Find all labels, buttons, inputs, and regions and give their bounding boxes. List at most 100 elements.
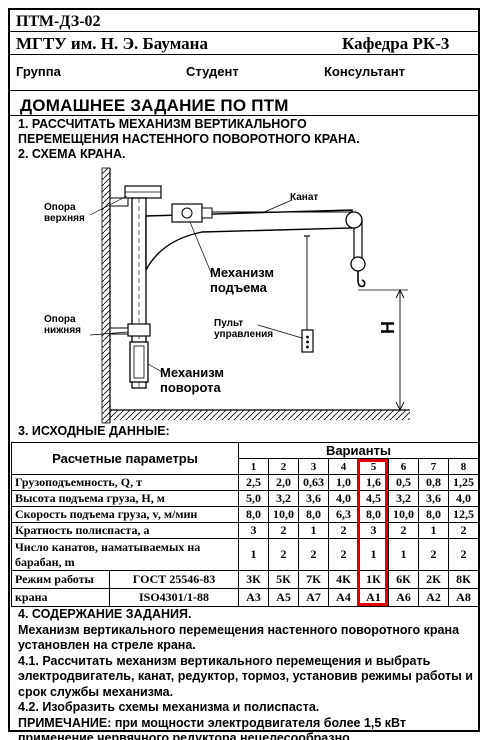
label-lift-mechanism: Механизм подъема [210,265,274,295]
param-value: 10,0 [268,506,299,523]
mode-value: А5 [268,588,299,607]
department-name: Кафедра РК-3 [342,34,450,53]
note-line: ПРИМЕЧАНИЕ: при мощности электродвигател… [18,715,407,730]
label-line: Опора [44,314,76,325]
variant-number: 3 [298,458,329,475]
rotation-motor [129,341,149,383]
label-line: Пульт [214,318,244,329]
param-value: 8,0 [358,506,389,523]
param-value: 4,0 [328,490,359,507]
mode-value: А3 [238,588,269,607]
crane-scheme: Опора верхняя Опора нижняя Канат Механиз… [32,160,472,430]
label-line: верхняя [44,213,85,224]
param-label: Скорость подъема груза, v, м/мин [11,506,239,523]
table-header-row: Расчетные параметры Варианты [11,442,479,475]
param-value: 1,6 [358,474,389,491]
mode-label: Режим работы [11,570,110,589]
param-value: 12,5 [448,506,479,523]
mode-value: А7 [298,588,329,607]
mode-value: 8К [448,570,479,589]
param-value: 8,0 [238,506,269,523]
label-support-top: Опора верхняя [44,202,85,224]
param-value: 3 [238,522,269,539]
param-value: 3,2 [268,490,299,507]
variant-number: 1 [238,458,269,475]
param-value: 2 [448,522,479,539]
mode-value: А2 [418,588,449,607]
param-value: 4,0 [448,490,479,507]
param-value: 2 [448,538,479,571]
mode-value: 2К [418,570,449,589]
param-value: 2 [388,522,419,539]
end-pulley [345,211,363,229]
section-3-title: 3. ИСХОДНЫЕ ДАННЫЕ: [18,424,170,438]
section-4: 4. СОДЕРЖАНИЕ ЗАДАНИЯ. Механизм вертикал… [18,607,478,740]
page-title: ДОМАШНЕЕ ЗАДАНИЕ ПО ПТМ [20,96,289,115]
param-value: 2 [418,538,449,571]
param-value: 4,5 [358,490,389,507]
jib [145,209,353,271]
wall-hatch [101,167,111,424]
mode-value: А1 [358,588,389,607]
floor-hatch [110,410,410,420]
group-label: Группа [16,64,61,79]
divider [10,115,478,116]
note-line: применение червячного редуктора нецелесо… [18,731,354,740]
variant-number: 4 [328,458,359,475]
section-4-line: 4.1. Рассчитать механизм вертикального п… [18,653,431,668]
divider [10,54,478,55]
doc-code: ПТМ-ДЗ-02 [16,13,101,30]
mode-value: 3К [238,570,269,589]
section-4-line: электродвигатель, канат, редуктор, тормо… [18,669,473,683]
param-value: 3 [358,522,389,539]
section-2-title: 2. СХЕМА КРАНА. [18,147,126,161]
param-value: 1 [298,522,329,539]
param-value: 0,63 [298,474,329,491]
label-line: управления [214,329,274,340]
mode-value: 7К [298,570,329,589]
params-header: Расчетные параметры [11,442,239,475]
param-value: 2 [268,522,299,539]
param-value: 3,6 [298,490,329,507]
param-value: 8,0 [298,506,329,523]
section-4-title: 4. СОДЕРЖАНИЕ ЗАДАНИЯ. [18,607,192,621]
section-1: 1. РАССЧИТАТЬ МЕХАНИЗМ ВЕРТИКАЛЬНОГО ПЕР… [18,117,360,147]
param-value: 1 [388,538,419,571]
label-support-bottom: Опора нижняя [44,314,81,336]
section-4-line: установлен на стреле крана. [18,638,196,652]
crane-drawing [89,167,410,424]
label-line: Опора [44,202,76,213]
param-value: 1,0 [328,474,359,491]
university-name: МГТУ им. Н. Э. Баумана [16,34,208,53]
label-line: Механизм [210,265,274,280]
label-rope: Канат [290,192,319,203]
param-value: 2 [268,538,299,571]
param-value: 0,8 [418,474,449,491]
section-1-line: ПЕРЕМЕЩЕНИЯ НАСТЕННОГО ПОВОРОТНОГО КРАНА… [18,132,360,146]
param-value: 1,25 [448,474,479,491]
label-line: Механизм [160,365,224,380]
mode-value: А4 [328,588,359,607]
section-1-line: 1. РАССЧИТАТЬ МЕХАНИЗМ ВЕРТИКАЛЬНОГО [18,117,307,131]
hook [357,271,366,288]
variant-number: 6 [388,458,419,475]
consultant-label: Консультант [324,64,405,79]
student-label: Студент [186,64,239,79]
param-label-line: барабан, m [15,554,75,569]
mode-value: А8 [448,588,479,607]
param-value: 5,0 [238,490,269,507]
param-value: 2,5 [238,474,269,491]
mode-value: 5К [268,570,299,589]
param-value: 2 [298,538,329,571]
label-remote: Пульт управления [214,318,273,340]
section-4-line: Механизм вертикального перемещения насте… [18,622,460,637]
param-value: 3,6 [418,490,449,507]
variant-number: 2 [268,458,299,475]
param-value: 10,0 [388,506,419,523]
variants-header: Варианты [238,442,479,459]
mode-value: А6 [388,588,419,607]
